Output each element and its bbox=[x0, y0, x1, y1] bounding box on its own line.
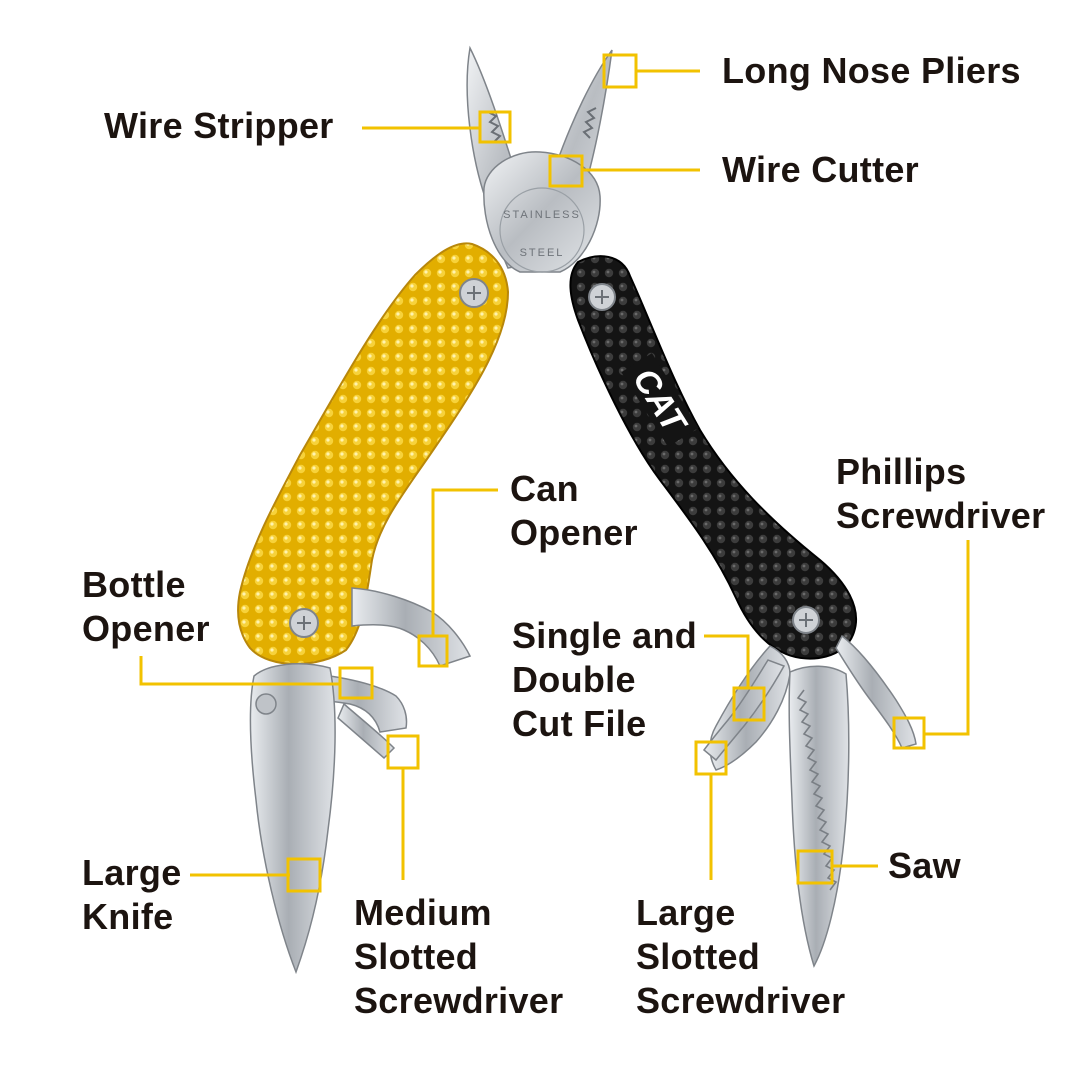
label-can-opener-line1: Can bbox=[510, 468, 579, 509]
engraving-steel: STEEL bbox=[520, 247, 565, 259]
callout-phillips bbox=[892, 716, 926, 750]
plier-teeth bbox=[487, 107, 597, 143]
label-long-nose-pliers: Long Nose Pliers bbox=[722, 50, 1021, 91]
callout-medium-slotted bbox=[386, 734, 420, 770]
label-bottle-opener-line2: Opener bbox=[82, 608, 210, 649]
callout-bottle-opener bbox=[338, 666, 374, 700]
label-large-slotted-line1: Large bbox=[636, 892, 736, 933]
leader-file bbox=[704, 634, 750, 688]
callout-large-knife bbox=[286, 857, 322, 893]
label-wire-stripper: Wire Stripper bbox=[104, 105, 334, 146]
large-slotted-screwdriver-tool bbox=[702, 659, 786, 762]
label-large-knife-line2: Knife bbox=[82, 896, 174, 937]
can-opener-tool bbox=[351, 587, 472, 667]
label-large-slotted-line2: Slotted bbox=[636, 936, 761, 977]
label-phillips-line2: Screwdriver bbox=[836, 495, 1046, 536]
callout-wire-stripper bbox=[478, 110, 512, 144]
leader-phillips bbox=[924, 540, 970, 736]
saw-teeth bbox=[796, 689, 838, 891]
label-large-slotted-line3: Screwdriver bbox=[636, 980, 846, 1021]
leader-can-opener bbox=[431, 488, 498, 636]
label-wire-cutter: Wire Cutter bbox=[722, 149, 919, 190]
leader-bottle-opener bbox=[139, 656, 340, 686]
phillips-screwdriver-tool bbox=[835, 634, 917, 749]
label-phillips-line1: Phillips bbox=[836, 451, 967, 492]
label-saw: Saw bbox=[888, 845, 961, 886]
label-file-line1: Single and bbox=[512, 615, 698, 656]
label-medium-slotted-line3: Screwdriver bbox=[354, 980, 564, 1021]
engraving-stainless: STAINLESS bbox=[503, 209, 581, 221]
label-file-line2: Double bbox=[512, 659, 636, 700]
label-medium-slotted-line1: Medium bbox=[354, 892, 492, 933]
callout-can-opener bbox=[417, 634, 449, 668]
label-bottle-opener-line1: Bottle bbox=[82, 564, 186, 605]
plier-head bbox=[483, 151, 601, 273]
label-can-opener-line2: Opener bbox=[510, 512, 638, 553]
large-knife-tool bbox=[249, 663, 336, 975]
label-file-line3: Cut File bbox=[512, 703, 647, 744]
label-large-knife-line1: Large bbox=[82, 852, 182, 893]
label-medium-slotted-line2: Slotted bbox=[354, 936, 479, 977]
black-handle bbox=[569, 255, 858, 660]
callout-file bbox=[732, 686, 766, 722]
